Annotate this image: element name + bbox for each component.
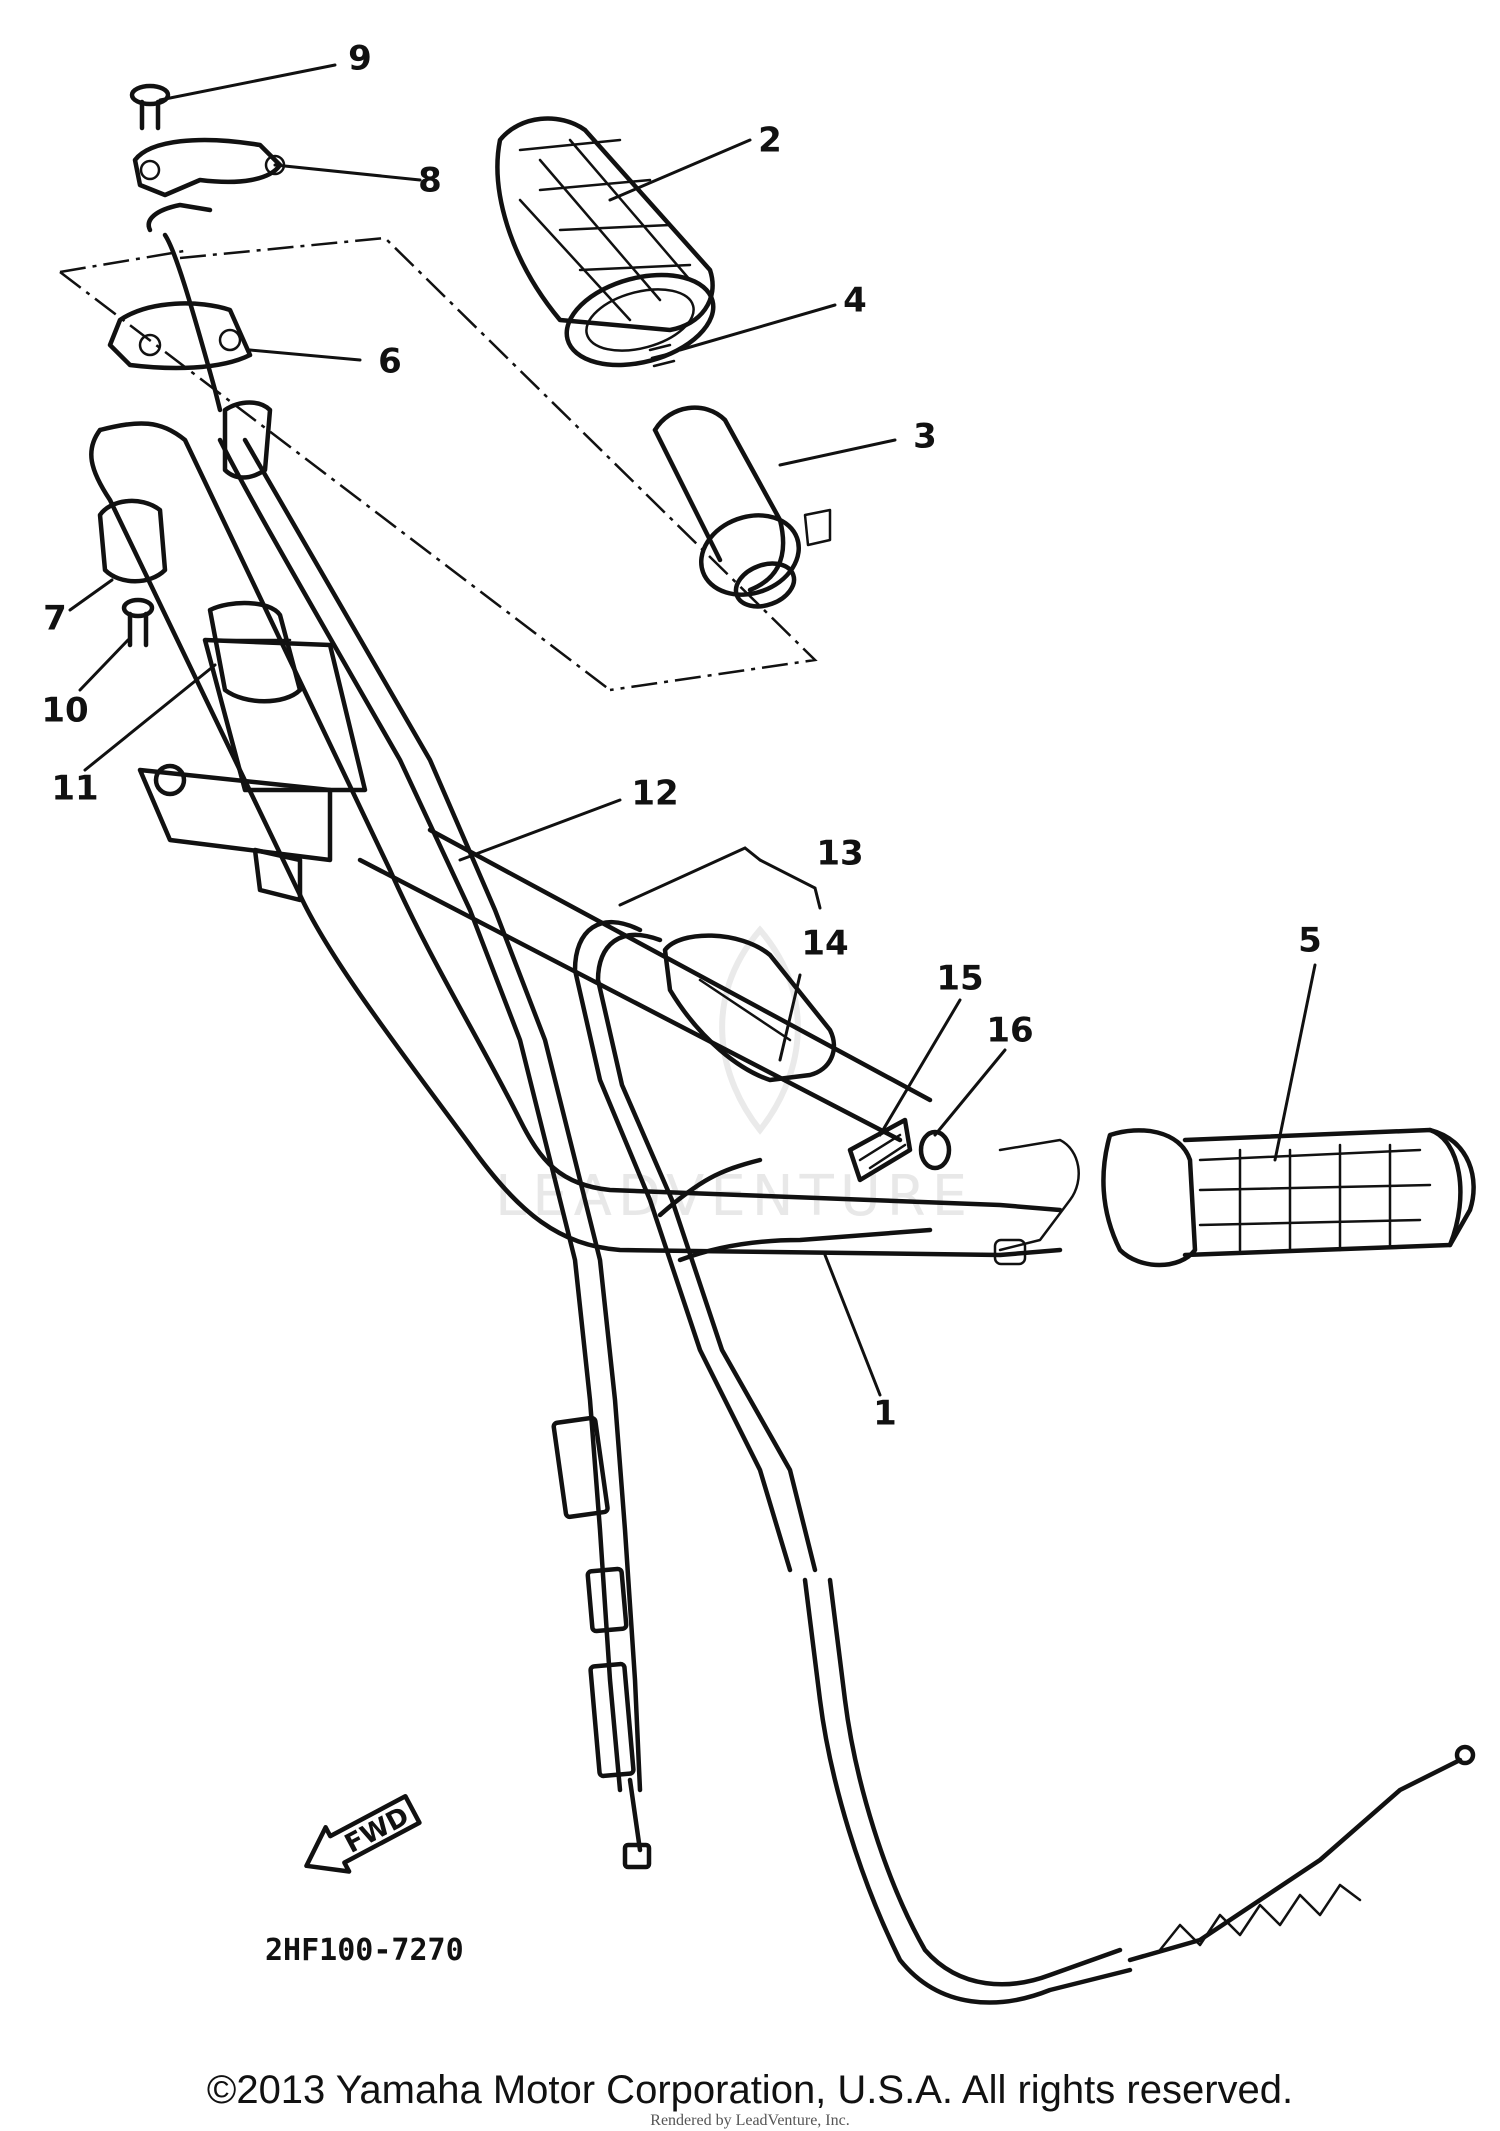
rendered-by-notice: Rendered by LeadVenture, Inc.: [650, 2112, 850, 2129]
clutch-cable: [572, 919, 1476, 2005]
leadventure-watermark: LEADVENTURE: [495, 925, 967, 1229]
callout-9: 9: [348, 39, 372, 79]
lever-holder: [993, 1138, 1080, 1266]
screw-9: [129, 83, 171, 131]
callout-1: 1: [873, 1394, 897, 1434]
callout-11: 11: [51, 769, 98, 809]
callout-5: 5: [1298, 921, 1322, 961]
callout-6: 6: [378, 342, 402, 382]
forward-direction-arrow: FWD: [304, 1793, 422, 1874]
callout-16: 16: [986, 1011, 1033, 1051]
callout-10: 10: [41, 691, 88, 731]
callout-12: 12: [631, 774, 678, 814]
cable-adjuster: [847, 1117, 913, 1183]
callout-2: 2: [758, 121, 782, 161]
callout-4: 4: [843, 281, 867, 321]
callout-7: 7: [43, 599, 67, 639]
throttle-assembly-frame: [59, 236, 818, 692]
handlebar-holder: [137, 637, 368, 903]
callout-13: 13: [816, 834, 863, 874]
screw-10: [121, 597, 155, 648]
throttle-housing-lower: [97, 498, 168, 584]
dust-cover: [662, 933, 837, 1083]
callout-15: 15: [936, 959, 983, 999]
leader-lines: [68, 63, 1317, 1397]
spring: [648, 343, 676, 368]
copyright-notice: ©2013 Yamaha Motor Corporation, U.S.A. A…: [206, 2068, 1294, 2112]
handlebar-sleeve: [207, 600, 303, 704]
throttle-cable: [162, 232, 652, 1870]
housing-cap: [132, 137, 286, 198]
callout-14: 14: [801, 924, 848, 964]
right-grip: [1101, 1127, 1476, 1268]
callout-8: 8: [418, 161, 442, 201]
locknut: [918, 1129, 952, 1171]
handlebar: [89, 421, 1063, 1263]
diagram-part-code: 2HF100-7270: [265, 1933, 464, 1968]
throttle-housing-upper: [107, 301, 253, 371]
callout-3: 3: [913, 417, 937, 457]
throttle-grip: [495, 116, 716, 368]
cable-end-bend: [146, 202, 213, 233]
throttle-tube: [652, 405, 832, 609]
callout-labels: 9 2 8 4 6 3 7 10 11 12 13 14 5 15 16 1: [41, 39, 1322, 1434]
